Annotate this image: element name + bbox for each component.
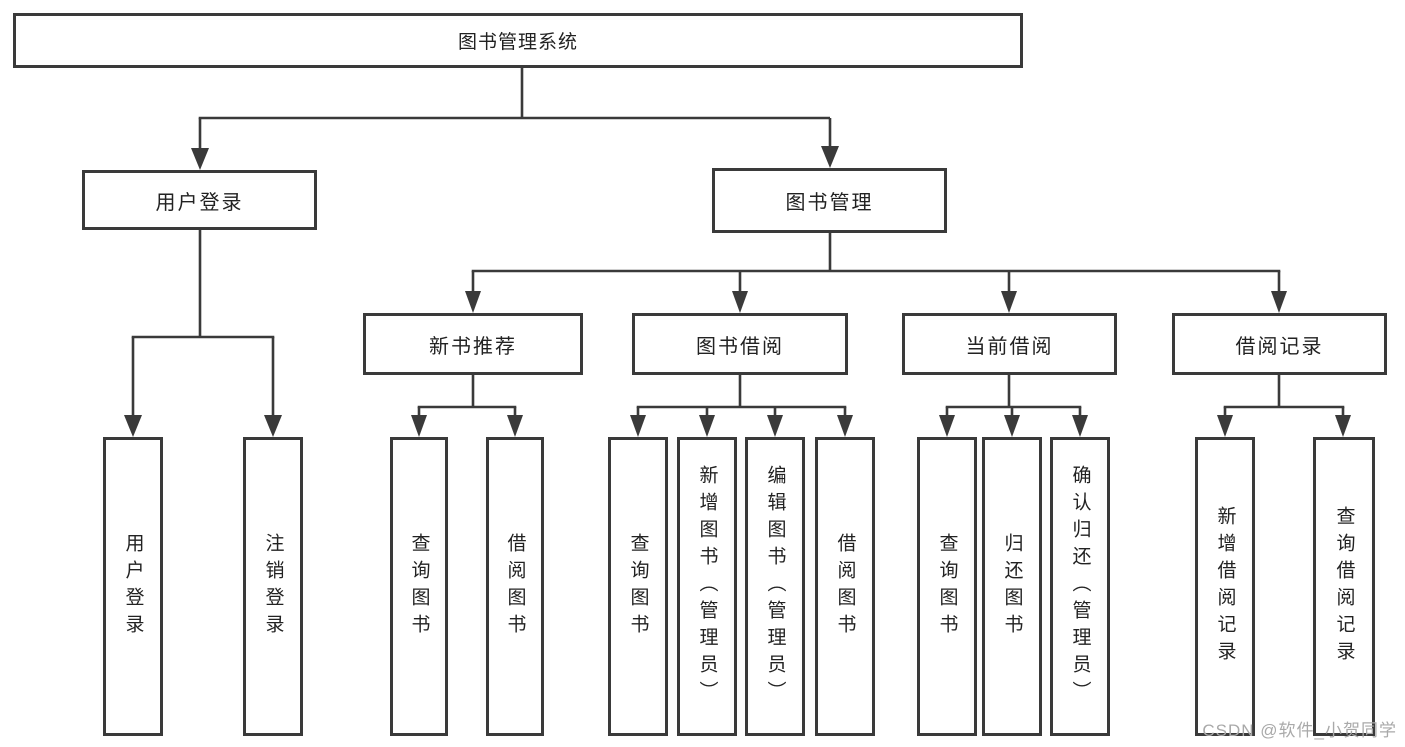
node-current-borrowing: 当前借阅	[902, 313, 1117, 375]
leaf-add-book-admin: 新增图书（管理员）	[677, 437, 737, 736]
leaf-query-book: 查询图书	[917, 437, 977, 736]
leaf-borrow-book: 借阅图书	[486, 437, 544, 736]
node-new-book-recommendation: 新书推荐	[363, 313, 583, 375]
leaf-return-book: 归还图书	[982, 437, 1042, 736]
leaf-edit-book-admin: 编辑图书（管理员）	[745, 437, 805, 736]
node-user-login: 用户登录	[82, 170, 317, 230]
leaf-add-borrow-record: 新增借阅记录	[1195, 437, 1255, 736]
leaf-borrow-book: 借阅图书	[815, 437, 875, 736]
node-book-management: 图书管理	[712, 168, 947, 233]
leaf-query-borrow-record: 查询借阅记录	[1313, 437, 1375, 736]
leaf-logout: 注销登录	[243, 437, 303, 736]
node-book-borrowing: 图书借阅	[632, 313, 848, 375]
leaf-query-book: 查询图书	[608, 437, 668, 736]
node-library-management-system: 图书管理系统	[13, 13, 1023, 68]
arrowheads-group	[124, 146, 1351, 437]
csdn-watermark: CSDN @软件_小贺同学	[1202, 721, 1397, 740]
leaf-user-login: 用户登录	[103, 437, 163, 736]
leaf-query-book: 查询图书	[390, 437, 448, 736]
leaf-confirm-return-admin: 确认归还（管理员）	[1050, 437, 1110, 736]
node-borrowing-records: 借阅记录	[1172, 313, 1387, 375]
